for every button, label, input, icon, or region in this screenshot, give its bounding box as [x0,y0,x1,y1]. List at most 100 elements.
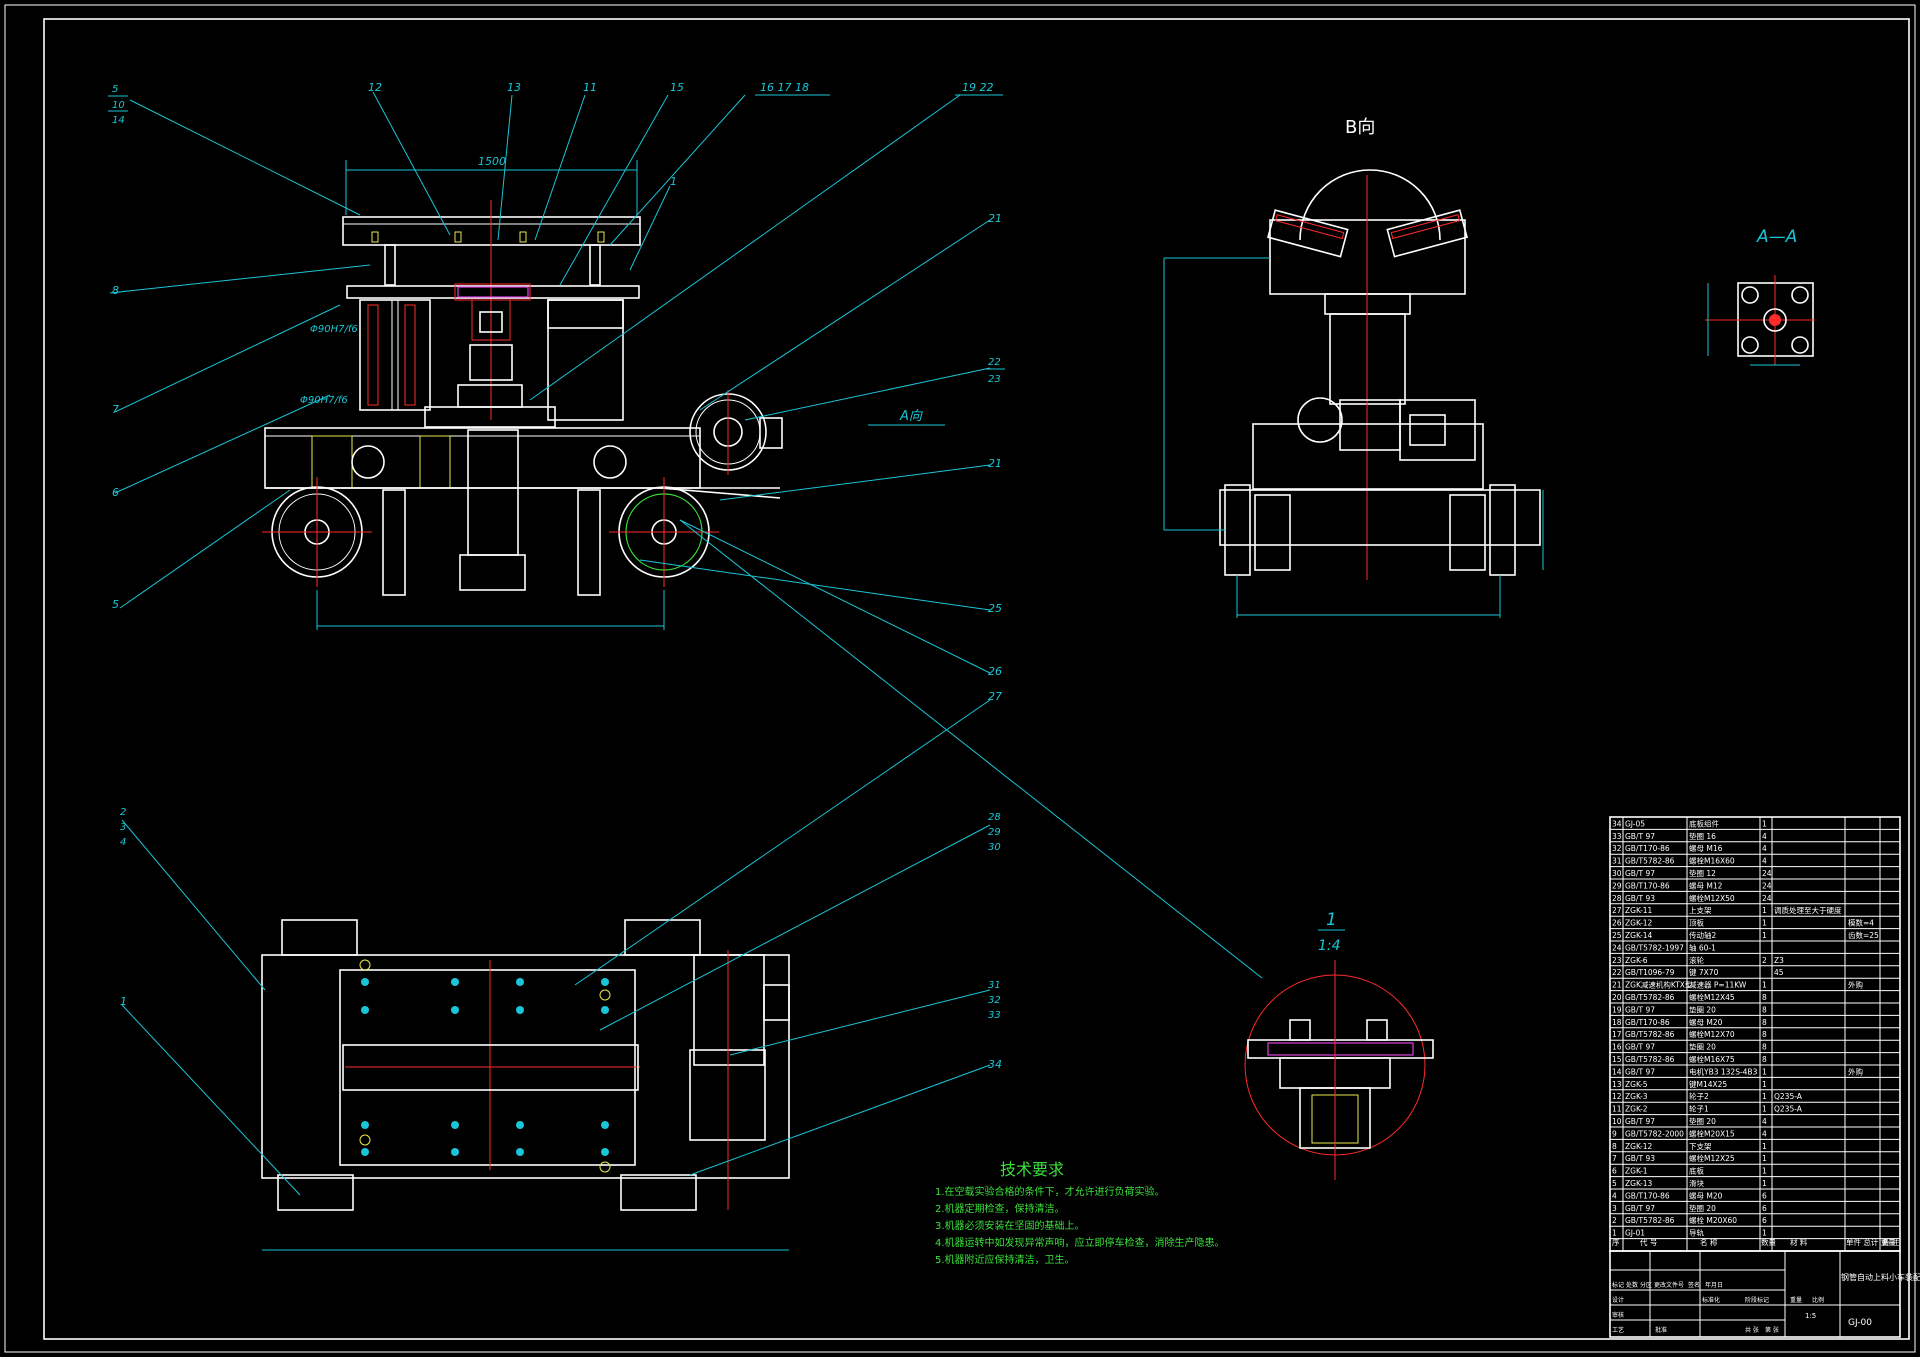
svg-text:2: 2 [120,807,126,818]
bom-cell: 齿数=25 [1848,930,1879,940]
bom-cell: 15 [1612,1055,1622,1064]
bom-cell: 外购 [1848,1066,1863,1076]
outer-sheet-border [4,4,1916,1353]
section-aa: A—A [1705,227,1815,366]
svg-text:11: 11 [583,81,597,94]
bom-cell: 上支架 [1689,905,1712,915]
bom-cell: GB/T170-86 [1625,1018,1670,1027]
bom-cell: 8 [1612,1142,1617,1151]
bom-cell: 顶板 [1689,918,1705,928]
bom-cell: 20 [1612,993,1622,1002]
svg-text:签名: 签名 [1688,1281,1700,1289]
bom-cell: 1 [1762,1067,1767,1076]
bom-cell: 6 [1762,1191,1767,1200]
svg-text:比例: 比例 [1812,1296,1824,1304]
bom-cell: 电机YB3 132S-4B3 [1689,1066,1758,1076]
tech-req-item: 4.机器运转中如发现异常声响，应立即停车检查，消除生产隐患。 [935,1236,1225,1249]
svg-text:26: 26 [988,665,1002,678]
bom-cell: 螺母 M16 [1689,843,1723,853]
bom-cell: 11 [1612,1105,1622,1114]
svg-text:审核: 审核 [1612,1311,1624,1319]
svg-text:单件 总计 重量: 单件 总计 重量 [1846,1237,1896,1247]
bom-cell: 6 [1762,1204,1767,1213]
bom-cell: GB/T 97 [1625,869,1655,878]
bom-cell: 螺母 M20 [1689,1017,1723,1027]
bom-cell: 1 [1762,1167,1767,1176]
bom-cell: 垫圈 20 [1689,1042,1716,1052]
bom-cell: 3 [1612,1204,1617,1213]
bom-cell: 螺栓 M20X60 [1689,1215,1737,1225]
tech-req-item: 1.在空载实验合格的条件下，才允许进行负荷实验。 [935,1185,1165,1198]
bom-cell: 1 [1762,1142,1767,1151]
bom-cell: GB/T5782-86 [1625,1216,1675,1225]
svg-text:5: 5 [112,598,119,611]
bom-cell: 螺母 M12 [1689,880,1723,890]
tech-req-item: 3.机器必须安装在坚固的基础上。 [935,1219,1085,1232]
bom-cell: 螺栓M16X60 [1689,856,1735,866]
bom-cell: 1 [1762,931,1767,940]
bom-cell: 4 [1762,832,1767,841]
bom-cell: 1 [1762,1154,1767,1163]
bom-cell: 螺母 M20 [1689,1190,1723,1200]
bom-cell: 垫圈 20 [1689,1004,1716,1014]
bom-cell: GB/T5782-86 [1625,857,1675,866]
plan-view [261,919,790,1251]
bom-cell: 45 [1774,968,1784,977]
bom-cell: 8 [1762,1005,1767,1014]
bom-cell: GB/T5782-86 [1625,993,1675,1002]
bom-cell: 1 [1762,1105,1767,1114]
svg-text:15: 15 [670,81,684,94]
bom-cell: 23 [1612,956,1622,965]
bom-cell: 1 [1762,1229,1767,1238]
bom-cell: 4 [1762,1117,1767,1126]
bom-cell: 底板 [1689,1166,1705,1176]
bom-cell: 4 [1762,1129,1767,1138]
bom-cell: 键M14X25 [1689,1079,1727,1089]
svg-text:标记: 标记 [1612,1281,1624,1289]
svg-text:34: 34 [988,1058,1002,1071]
bom-cell: 14 [1612,1067,1622,1076]
bom-cell: GB/T170-86 [1625,881,1670,890]
bom-cell: 24 [1762,869,1772,878]
bom-cell: GB/T 97 [1625,1005,1655,1014]
bom-cell: 8 [1762,1018,1767,1027]
inner-frame-border [43,18,1910,1340]
a-view-label: A向 [899,409,923,424]
bom-cell: 8 [1762,1055,1767,1064]
bom-cell: 31 [1612,857,1622,866]
title-block-title: 钢管自动上料小车装配图 [1841,1272,1920,1282]
svg-text:16 17 18: 16 17 18 [760,81,809,94]
bom-cell: GB/T 93 [1625,894,1655,903]
bom-cell: 21 [1612,981,1622,990]
leader-lines-front [109,91,1263,979]
bom-cell: 5 [1612,1179,1617,1188]
bom-cell: GB/T170-86 [1625,1191,1670,1200]
svg-text:21: 21 [988,212,1002,225]
bom-cell: 轴 60-1 [1689,942,1716,952]
svg-text:32: 32 [988,995,1001,1006]
bom-cell: ZGK-6 [1625,956,1648,965]
leader-lines-plan [121,699,991,1196]
bom-cell: 1 [1762,919,1767,928]
bom-cell: Q235-A [1774,1092,1803,1101]
bom-cell: 键 7X70 [1689,967,1719,977]
bom-cell: 19 [1612,1005,1622,1014]
bom-cell: GB/T5782-86 [1625,1055,1675,1064]
fit-label-lower: Φ90H7/f6 [300,395,348,406]
detail-view: 1 1:4 [1244,910,1434,1180]
svg-text:6: 6 [112,486,119,499]
title-block-drawing-no: GJ-00 [1848,1318,1872,1328]
svg-text:年月日: 年月日 [1705,1281,1723,1289]
bom-cell: 6 [1762,1216,1767,1225]
balloons-top: 12 13 11 15 16 17 18 19 22 [368,81,1003,96]
bom-cell: 10 [1612,1117,1622,1126]
svg-text:29: 29 [988,827,1001,838]
bom-cell: 24 [1612,943,1622,952]
svg-text:重量: 重量 [1790,1296,1802,1304]
tech-req-item: 5.机器附近应保持清洁，卫生。 [935,1253,1075,1266]
tech-req-item: 2.机器定期检查，保持清洁。 [935,1202,1065,1215]
svg-text:代 号: 代 号 [1640,1237,1657,1247]
bom-cell: 18 [1612,1018,1622,1027]
bom-cell: GB/T 97 [1625,1117,1655,1126]
